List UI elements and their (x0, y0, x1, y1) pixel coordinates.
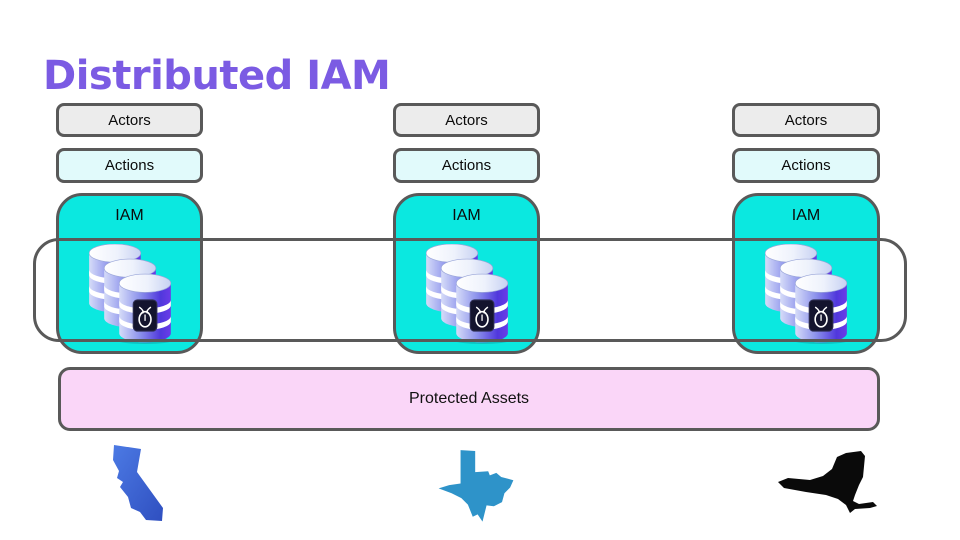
actions-label: Actions (441, 157, 492, 174)
iam-label: IAM (791, 207, 821, 224)
actors-label: Actors (108, 111, 151, 129)
security-badge-icon (132, 299, 157, 332)
iam-box-california: IAM (56, 193, 203, 354)
iam-label: IAM (452, 207, 481, 224)
protected-assets-box: Protected Assets (58, 367, 880, 431)
actions-label: Actions (781, 157, 831, 174)
security-badge-icon (469, 299, 494, 332)
actions-label: Actions (104, 157, 155, 174)
iam-label: IAM (115, 207, 144, 224)
page-title: Distributed IAM (43, 52, 391, 99)
database-stack-icon (765, 244, 847, 344)
actors-box-california: Actors (56, 103, 203, 137)
database-stack-icon (88, 244, 171, 344)
actors-label: Actors (784, 111, 828, 129)
actions-box-new-york: Actions (732, 148, 880, 183)
texas-state-icon (438, 450, 514, 522)
actions-box-texas: Actions (393, 148, 540, 183)
actors-box-new-york: Actors (732, 103, 880, 137)
iam-connection-band (33, 238, 907, 342)
security-badge-icon (808, 299, 834, 332)
actors-label: Actors (445, 111, 488, 129)
california-state-icon (113, 445, 163, 521)
actors-box-texas: Actors (393, 103, 540, 137)
iam-box-new-york: IAM (732, 193, 880, 354)
actions-box-california: Actions (56, 148, 203, 183)
new-york-state-icon (778, 451, 877, 513)
protected-assets-label: Protected Assets (408, 390, 530, 407)
